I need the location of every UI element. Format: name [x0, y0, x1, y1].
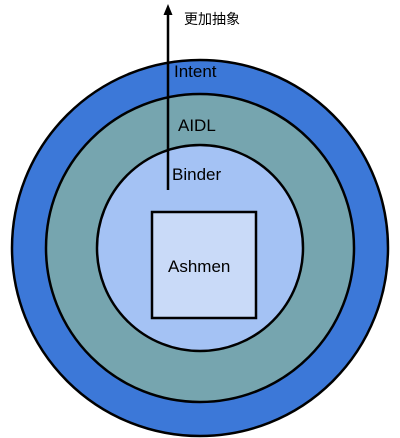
- intent-layer-label: Intent: [174, 62, 217, 81]
- binder-layer-label: Binder: [172, 165, 221, 184]
- ashmen-core-box: [150, 210, 258, 320]
- abstraction-arrow-head: [163, 4, 173, 15]
- aidl-layer-label: AIDL: [178, 116, 216, 135]
- abstraction-arrow-label: 更加抽象: [184, 12, 240, 28]
- ashmen-core-label: Ashmen: [168, 257, 230, 276]
